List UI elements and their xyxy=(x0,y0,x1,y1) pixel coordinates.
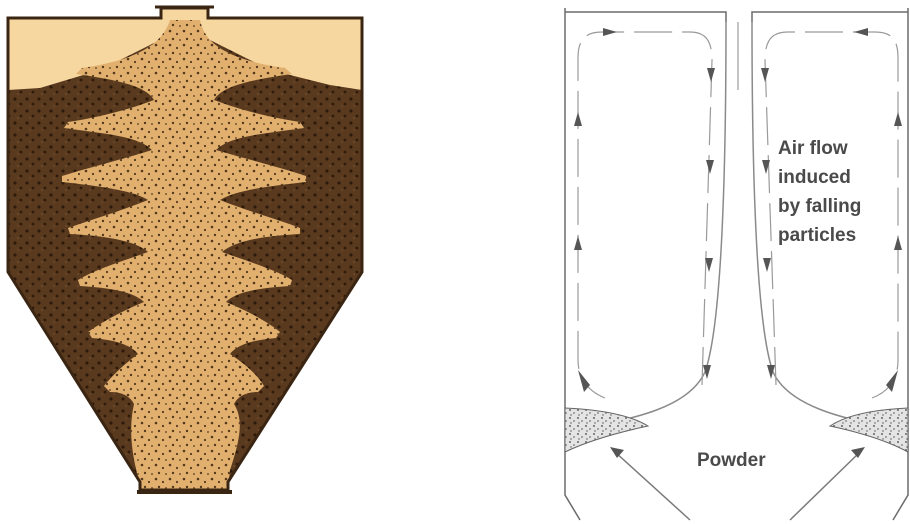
falling-stream-left-edge xyxy=(565,22,726,430)
inflow-right-line xyxy=(790,452,860,520)
right-silo-top-right xyxy=(752,12,908,22)
inflow-left-line xyxy=(615,452,690,520)
arrow-top-right xyxy=(854,28,868,36)
powder-heap-right xyxy=(830,408,908,452)
air-loop-left xyxy=(578,32,712,398)
inflow-left-arrowhead xyxy=(610,447,624,458)
arrow-up-outer-left-2 xyxy=(574,236,582,250)
arrow-up-outer-left-1 xyxy=(574,112,582,126)
arrow-up-outer-right-2 xyxy=(894,236,902,250)
arrow-top-left xyxy=(603,28,617,36)
arrow-down-inner-right-3 xyxy=(763,258,771,272)
air-flow-label-line1: Air flow xyxy=(778,138,848,159)
air-flow-label-line2: induced xyxy=(778,167,851,188)
arrow-bottom-left xyxy=(578,370,590,392)
inflow-right-arrowhead xyxy=(851,447,865,458)
air-flow-label-line3: by falling xyxy=(778,196,861,217)
powder-heap-left xyxy=(565,408,648,452)
right-silo-top-left xyxy=(565,12,726,22)
powder-label: Powder xyxy=(697,450,766,471)
right-airflow-figure: Air flow induced by falling particles Po… xyxy=(565,8,908,520)
arrow-down-inner-left-2 xyxy=(706,160,714,174)
air-flow-label-line4: particles xyxy=(778,225,856,246)
arrow-down-inner-right-1 xyxy=(761,68,769,82)
left-silo-figure xyxy=(0,0,370,492)
arrow-up-outer-right-1 xyxy=(894,112,902,126)
arrow-down-inner-left-1 xyxy=(707,68,715,82)
